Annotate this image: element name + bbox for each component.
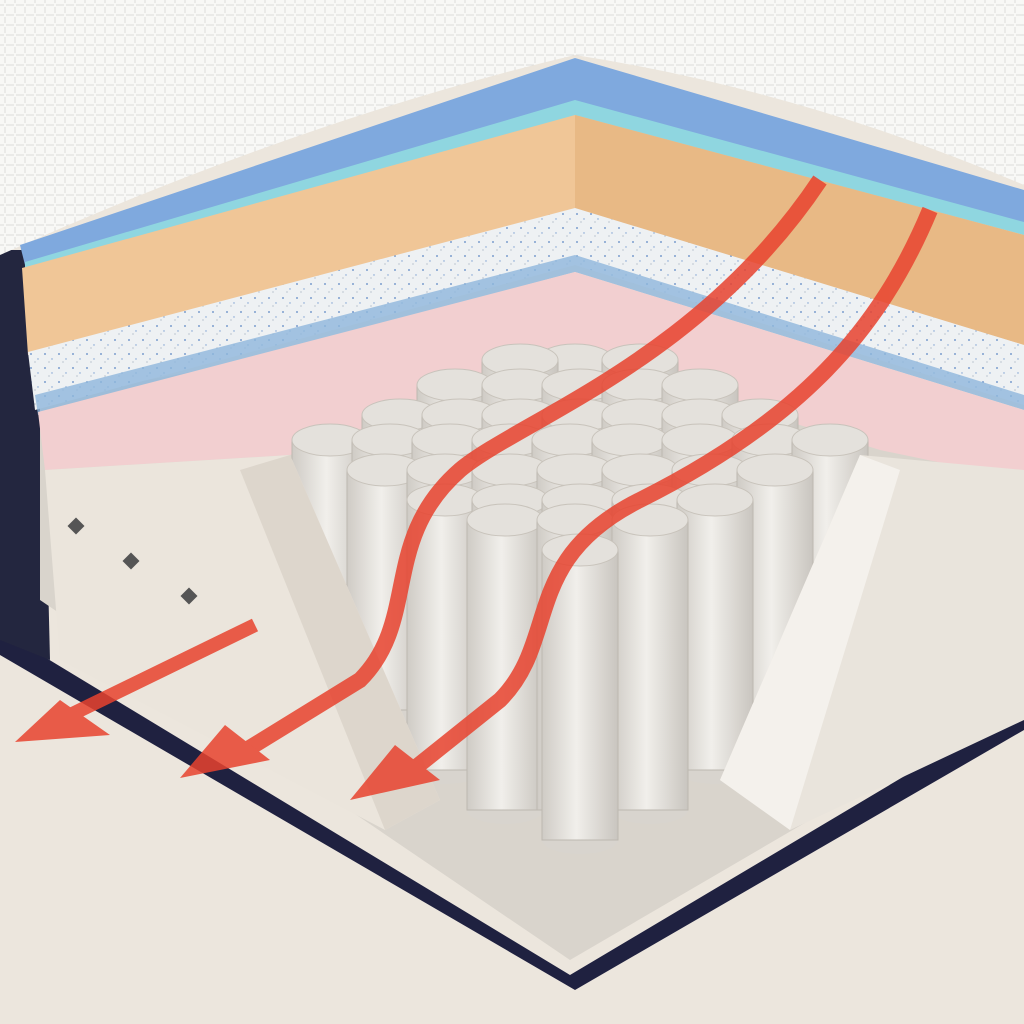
quilted-cover (0, 0, 1024, 255)
ventilation-holes (67, 517, 198, 605)
airflow-arrow-left (15, 618, 259, 742)
pocket-spring (676, 483, 754, 784)
airflow-arrow-right (350, 206, 938, 800)
pocket-spring (611, 503, 689, 824)
gel-foam-edge (35, 255, 1024, 415)
right-edge-foam-face (720, 455, 900, 830)
gel-foam-layer (28, 208, 1024, 410)
pocket-spring (541, 533, 619, 854)
pink-foam-layer (38, 272, 1024, 480)
airflow-arrows (15, 175, 938, 800)
orange-foam-side (575, 115, 1024, 345)
pocket-spring (466, 503, 544, 824)
airflow-arrow-middle (180, 175, 827, 778)
left-edge-foam-face (240, 455, 440, 830)
blue-comfort-layer (20, 58, 1024, 265)
left-edge-foam (45, 455, 440, 830)
